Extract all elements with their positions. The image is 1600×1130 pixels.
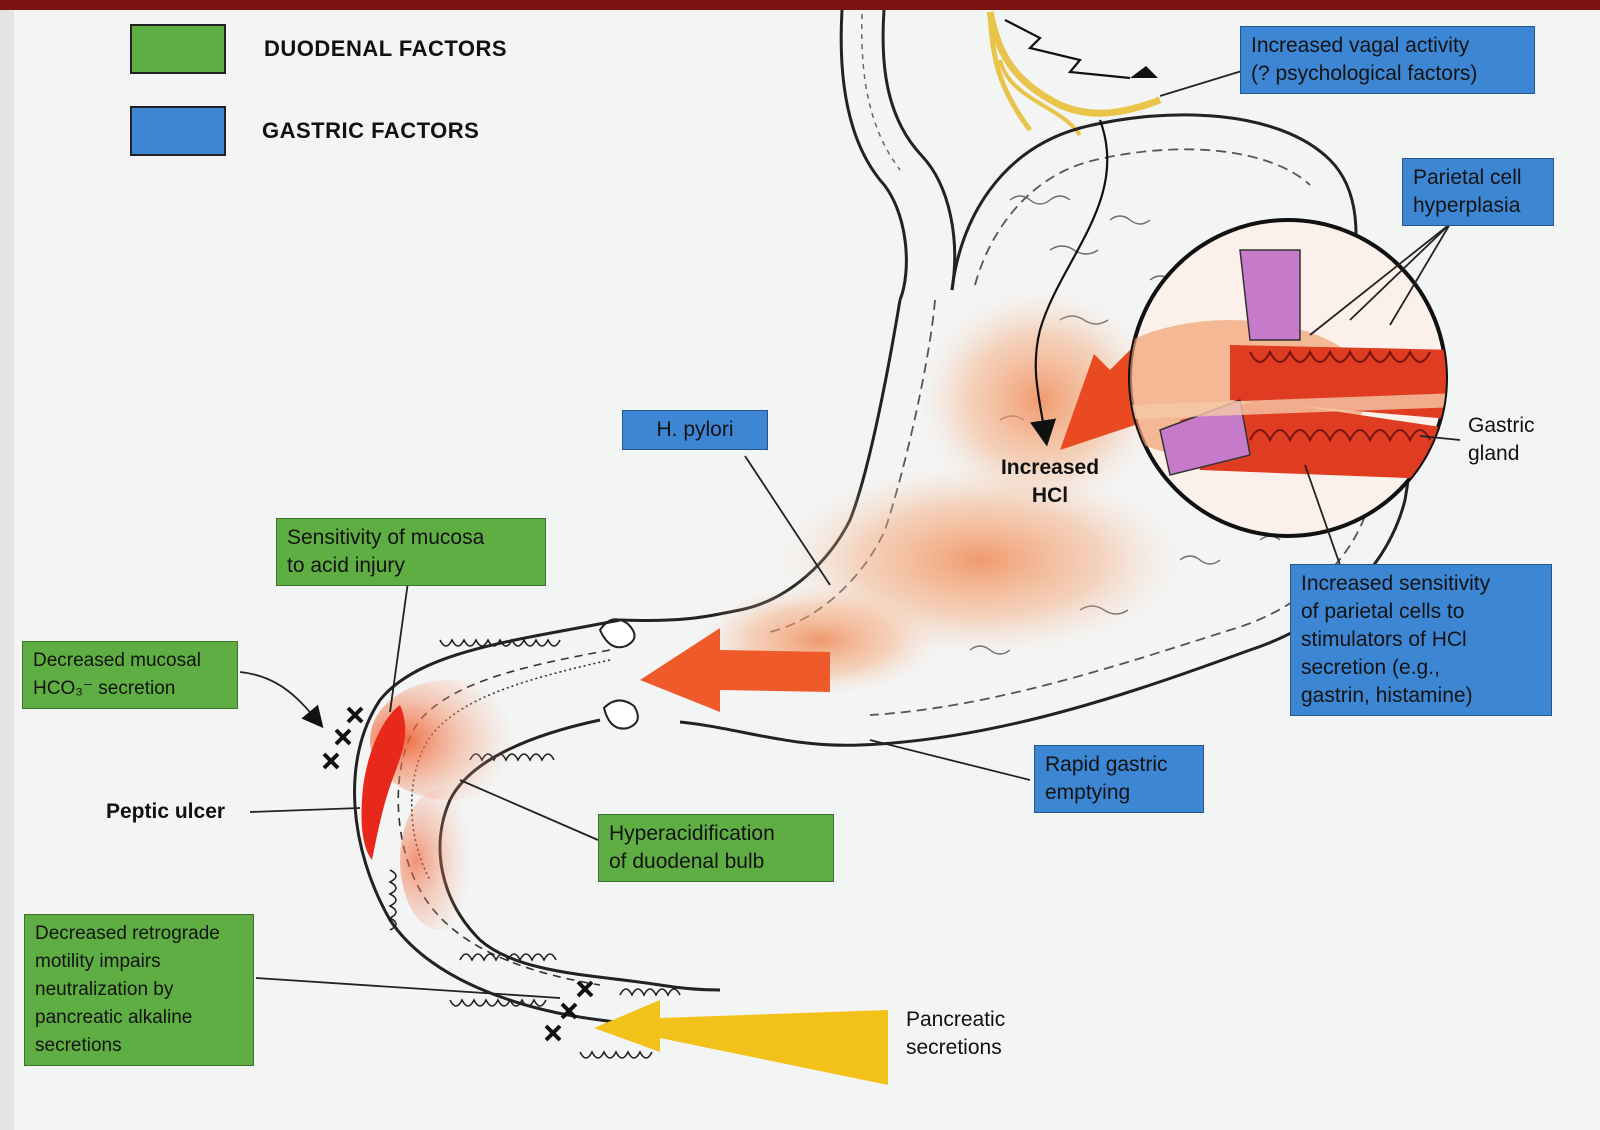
label-h-pylori: H. pylori <box>622 410 768 450</box>
label-line: Increased sensitivity <box>1301 570 1541 598</box>
label-line: Sensitivity of mucosa <box>287 524 535 552</box>
label-line: neutralization by <box>35 976 243 1004</box>
esophagus <box>841 10 955 300</box>
label-line: motility impairs <box>35 948 243 976</box>
label-line: Rapid gastric <box>1045 751 1193 779</box>
label-decreased-hco3: Decreased mucosal HCO₃⁻ secretion <box>22 641 238 709</box>
legend-label-gastric: GASTRIC FACTORS <box>262 118 479 144</box>
label-gastric-gland: Gastric gland <box>1468 412 1535 468</box>
label-line: Pancreatic <box>906 1006 1005 1034</box>
label-line: Increased vagal activity <box>1251 32 1524 60</box>
label-line: Decreased retrograde <box>35 920 243 948</box>
label-line: HCl <box>988 482 1112 510</box>
label-line: of duodenal bulb <box>609 848 823 876</box>
label-line: emptying <box>1045 779 1193 807</box>
label-line: HCO₃⁻ secretion <box>33 675 227 703</box>
label-pancreatic-secretions: Pancreatic secretions <box>906 1006 1005 1062</box>
label-line: secretion (e.g., <box>1301 654 1541 682</box>
pancreatic-arrow <box>594 1000 888 1085</box>
legend-swatch-duodenal <box>130 24 226 74</box>
label-line: of parietal cells to <box>1301 598 1541 626</box>
label-line: pancreatic alkaline <box>35 1004 243 1032</box>
label-line: hyperplasia <box>1413 192 1543 220</box>
label-line: Gastric <box>1468 412 1535 440</box>
legend-label-duodenal: DUODENAL FACTORS <box>264 36 507 62</box>
label-line: gland <box>1468 440 1535 468</box>
label-peptic-ulcer: Peptic ulcer <box>106 798 225 826</box>
label-vagal-activity: Increased vagal activity (? psychologica… <box>1240 26 1535 94</box>
label-line: secretions <box>906 1034 1005 1062</box>
label-line: stimulators of HCl <box>1301 626 1541 654</box>
label-parietal-sensitivity: Increased sensitivity of parietal cells … <box>1290 564 1552 716</box>
label-line: Hyperacidification <box>609 820 823 848</box>
label-rapid-emptying: Rapid gastric emptying <box>1034 745 1204 813</box>
acid-zone-duodenum <box>400 790 480 930</box>
label-mucosa-sensitivity: Sensitivity of mucosa to acid injury <box>276 518 546 586</box>
label-hyperacidification: Hyperacidification of duodenal bulb <box>598 814 834 882</box>
label-line: Increased <box>988 454 1112 482</box>
label-increased-hcl: Increased HCl <box>988 454 1112 510</box>
label-line: secretions <box>35 1032 243 1060</box>
label-line: (? psychological factors) <box>1251 60 1524 88</box>
label-retrograde-motility: Decreased retrograde motility impairs ne… <box>24 914 254 1066</box>
label-parietal-hyperplasia: Parietal cell hyperplasia <box>1402 158 1554 226</box>
label-line: gastrin, histamine) <box>1301 682 1541 710</box>
legend-swatch-gastric <box>130 106 226 156</box>
label-line: Parietal cell <box>1413 164 1543 192</box>
label-line: Decreased mucosal <box>33 647 227 675</box>
label-line: to acid injury <box>287 552 535 580</box>
pylorus <box>600 619 638 728</box>
